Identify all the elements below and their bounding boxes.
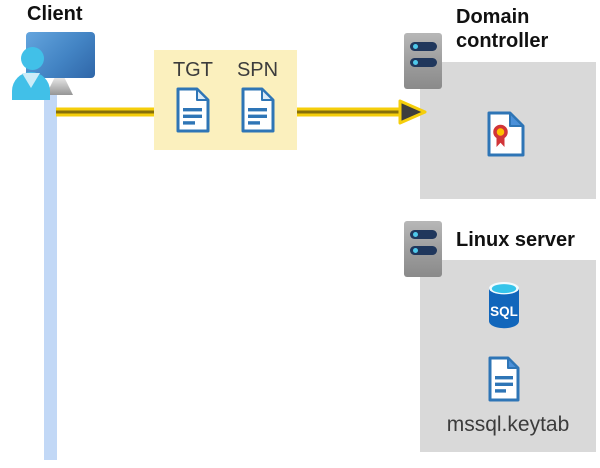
server-slot (410, 58, 437, 67)
server-slot (410, 246, 437, 255)
arrowhead-icon (398, 99, 427, 125)
client-label: Client (27, 3, 83, 25)
doc-fold (260, 88, 274, 101)
sql-label: SQL (490, 304, 518, 319)
keytab-document-icon (488, 356, 520, 402)
cert-seal (493, 124, 508, 140)
doc-line (247, 121, 260, 125)
client-lifeline-bar (44, 88, 57, 460)
doc-fold (195, 88, 209, 101)
ticket-spn: SPN (237, 59, 278, 133)
tgt-label: TGT (172, 59, 213, 81)
doc-line (182, 108, 202, 112)
doc-line (495, 389, 506, 393)
ticket-box: TGT SPN (154, 50, 297, 150)
certificate-icon (487, 111, 525, 157)
linux-server-label: Linux server (456, 229, 575, 251)
server-slot (410, 42, 437, 51)
tgt-document-icon (176, 87, 210, 133)
domain-controller-server-icon (404, 33, 442, 89)
person-icon (21, 47, 44, 70)
doc-line (247, 114, 267, 118)
ticket-tgt: TGT (173, 59, 213, 133)
linux-server-icon (404, 221, 442, 277)
person-body-icon (12, 72, 50, 100)
doc-fold (507, 357, 519, 369)
doc-line (247, 108, 267, 112)
sql-cylinder-body (489, 288, 519, 329)
doc-line (182, 114, 202, 118)
doc-line (182, 121, 195, 125)
sql-cylinder-top (491, 284, 517, 294)
server-slot (410, 230, 437, 239)
doc-line (495, 382, 513, 386)
monitor-stand-icon (46, 77, 73, 95)
keytab-filename: mssql.keytab (446, 413, 570, 436)
doc-line (495, 376, 513, 380)
domain-controller-label: Domain controller (456, 6, 549, 52)
sql-database-icon: SQL (489, 282, 519, 329)
spn-document-icon (241, 87, 274, 133)
cert-fold (509, 112, 524, 127)
spn-label: SPN (236, 59, 279, 81)
